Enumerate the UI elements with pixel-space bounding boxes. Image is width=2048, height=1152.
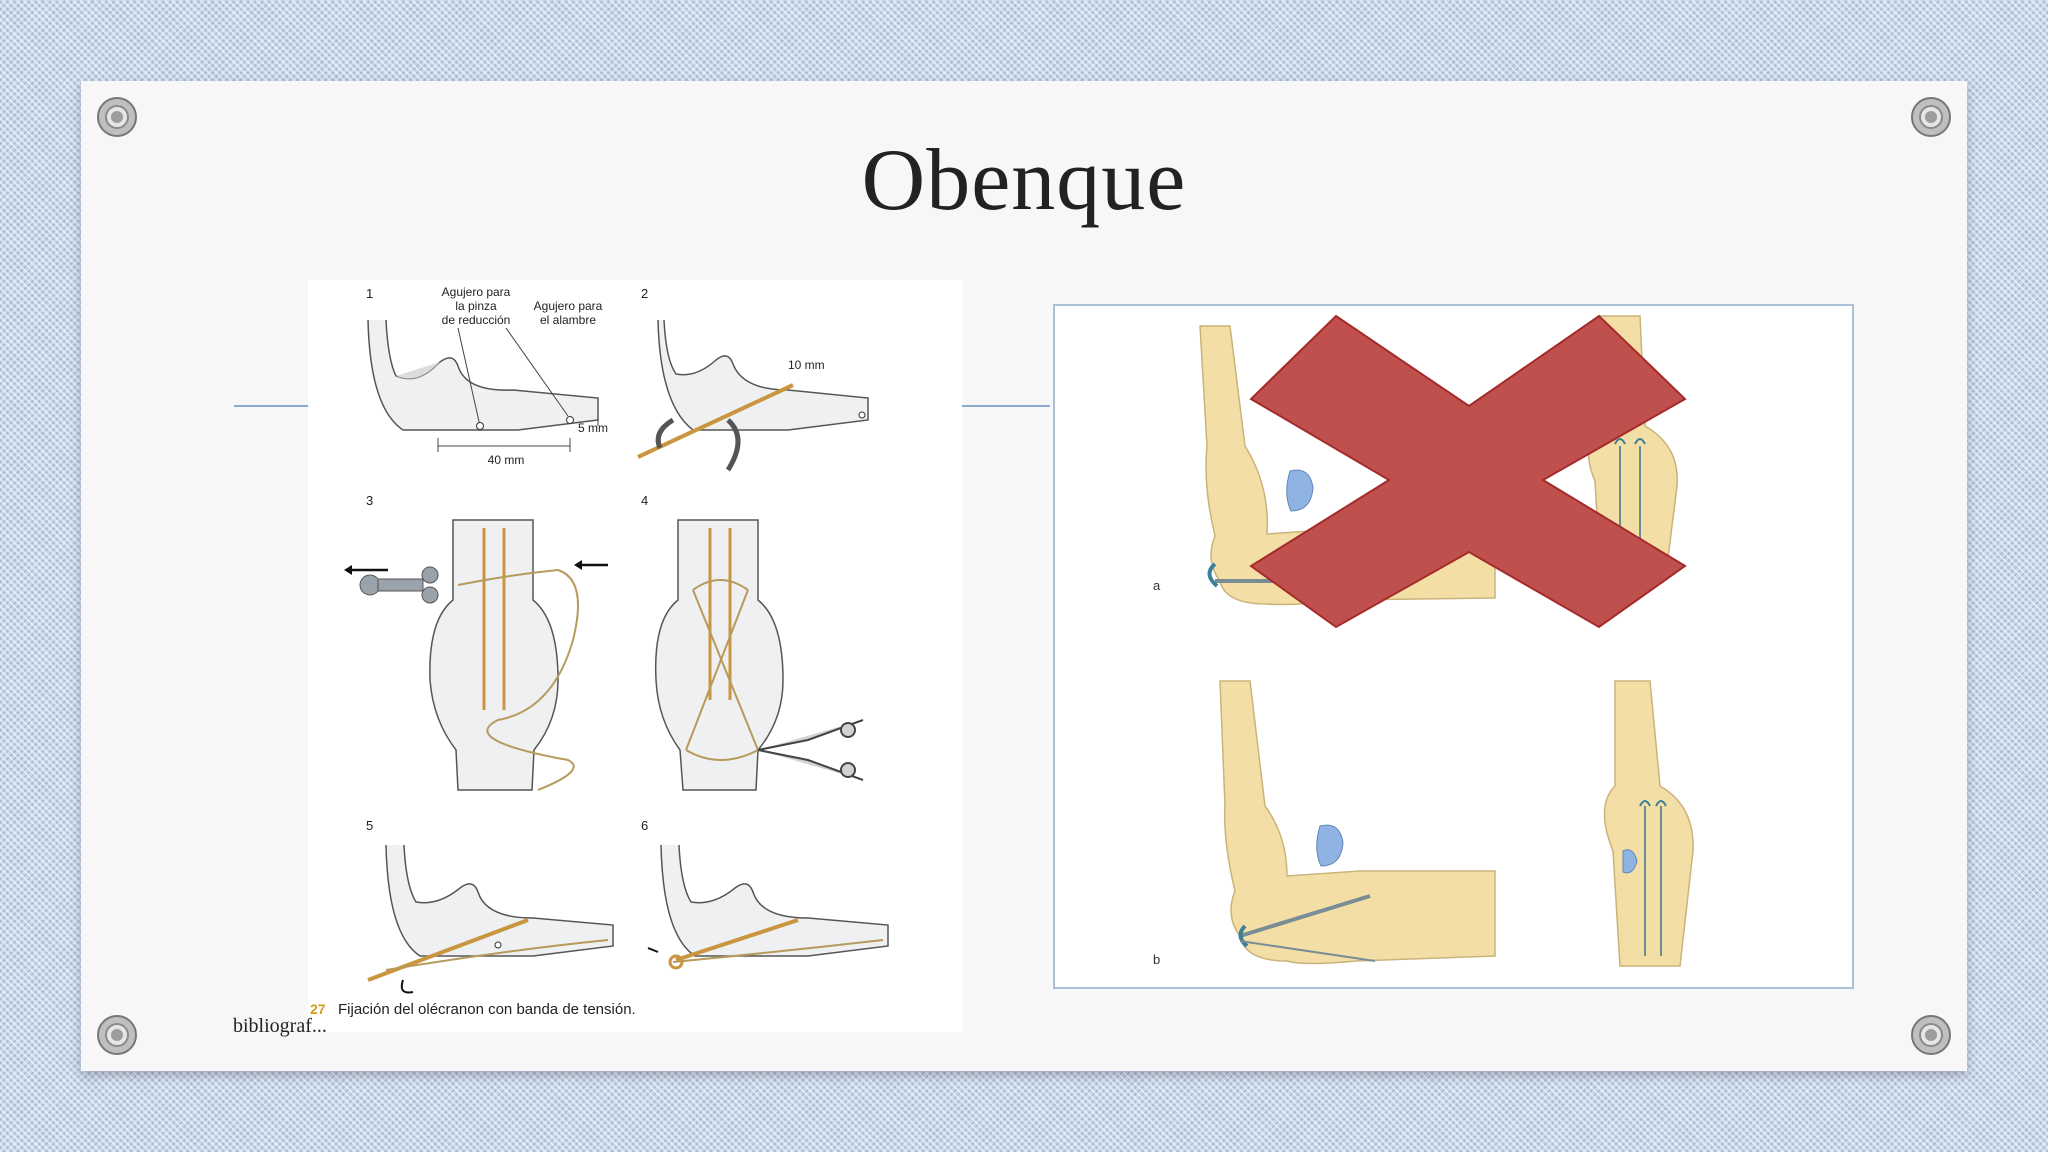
- label-a: a: [1153, 578, 1161, 593]
- hole-reduction-label: la pinza: [455, 299, 497, 313]
- step-number: 5: [366, 818, 373, 833]
- label-b: b: [1153, 952, 1160, 967]
- tension-band-figure: 1 2 3 4 5 6 Agujero para la pinza de red…: [308, 280, 962, 1032]
- step-number: 6: [641, 818, 648, 833]
- caption-text: Fijación del olécranon con banda de tens…: [338, 1001, 636, 1018]
- hole-reduction-label: de reducción: [442, 313, 511, 327]
- pushpin-icon: [1911, 1015, 1951, 1055]
- pushpin-icon: [1911, 97, 1951, 137]
- pushpin-icon: [97, 97, 137, 137]
- elbow-lateral-view-b: [1219, 680, 1496, 965]
- elbow-fixation-figure: a b: [1053, 304, 1854, 989]
- title-rule: [234, 405, 310, 407]
- bibliography-note: bibliograf...: [233, 1015, 327, 1037]
- step-number: 3: [366, 493, 373, 508]
- step-number: 2: [641, 286, 648, 301]
- dimension-5mm: 5 mm: [578, 421, 608, 435]
- step-number: 1: [366, 286, 373, 301]
- cross-mark-icon: [1249, 314, 1687, 629]
- step-5-diagram: [367, 844, 614, 994]
- pushpin-icon: [97, 1015, 137, 1055]
- step-6-diagram: [647, 844, 889, 970]
- step-2-diagram: 10 mm: [637, 319, 869, 472]
- hole-wire-label: Agujero para: [534, 299, 603, 313]
- step-number: 4: [641, 493, 648, 508]
- caption-number: 27: [310, 1001, 326, 1017]
- dimension-10mm: 10 mm: [788, 358, 825, 372]
- step-4-diagram: [654, 519, 864, 791]
- step-1-diagram: Agujero para la pinza de reducción Aguje…: [367, 285, 608, 467]
- step-3-diagram: [344, 519, 608, 791]
- dimension-40mm: 40 mm: [488, 453, 525, 467]
- hole-reduction-label: Agujero para: [442, 285, 511, 299]
- slide-title: Obenque: [861, 132, 1187, 229]
- elbow-ap-view-b: [1603, 680, 1694, 967]
- hole-wire-label: el alambre: [540, 313, 596, 327]
- title-rule: [962, 405, 1050, 407]
